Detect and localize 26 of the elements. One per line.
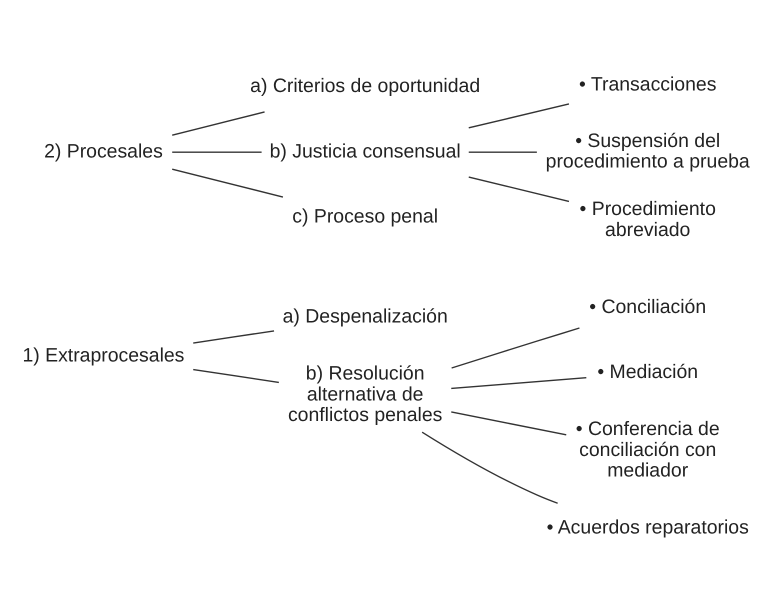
connector	[451, 410, 566, 435]
connector	[468, 151, 537, 152]
connector	[172, 110, 265, 136]
connector	[468, 102, 570, 128]
connector	[193, 368, 279, 383]
node-text: • Transacciones	[579, 73, 716, 96]
node-text: • Acuerdos reparatorios	[546, 516, 749, 538]
connector	[451, 326, 580, 368]
node-text: b) Resolución alternativa de conflictos penales	[288, 362, 442, 426]
node-text: • Procedimiento abreviado	[580, 197, 716, 240]
node-text: a) Criterios de oportunidad	[250, 74, 480, 97]
node-text: 1) Extraprocesales	[22, 344, 184, 366]
node-text: b) Justicia consensual	[270, 140, 461, 162]
node-text: c) Proceso penal	[292, 205, 438, 228]
connector	[172, 168, 284, 198]
node-text: a) Despenalización	[282, 305, 448, 328]
connector	[172, 151, 262, 152]
connector	[468, 176, 570, 202]
node-text: • Conciliación	[589, 295, 706, 318]
connector	[193, 330, 274, 344]
node-text: • Mediación	[597, 360, 698, 383]
node-text: 2) Procesales	[44, 140, 163, 162]
connector	[422, 431, 558, 504]
node-text: • Suspensión del procedimiento a prueba	[546, 129, 750, 172]
node-text: • Conferencia de conciliación con mediador	[576, 418, 720, 482]
connector	[451, 376, 586, 389]
